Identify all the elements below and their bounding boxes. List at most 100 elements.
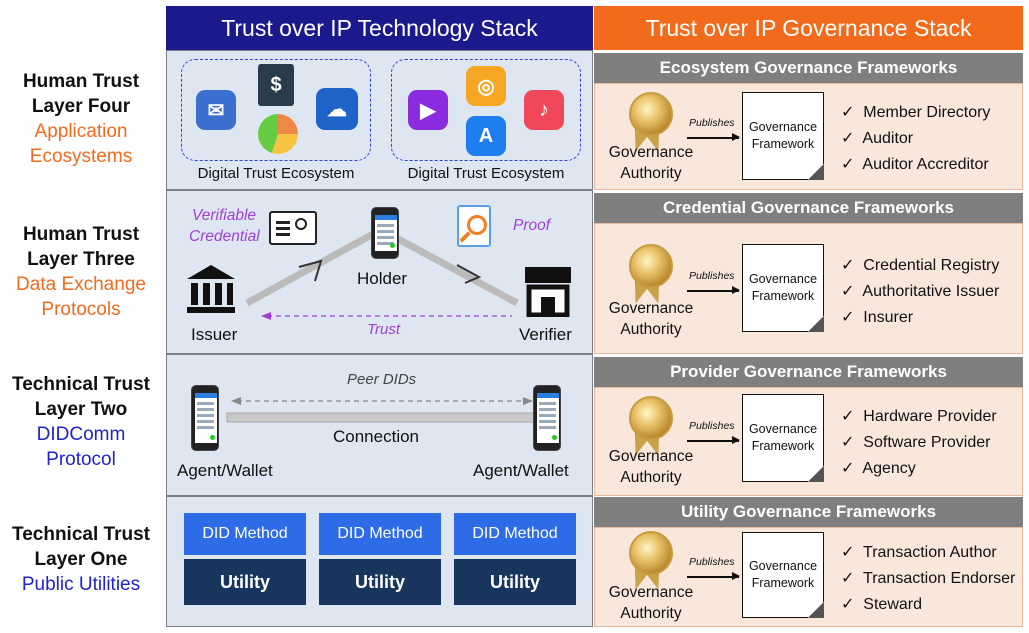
layer-three-label: Human Trust Layer Three Data Exchange Pr… <box>0 222 162 322</box>
layer-one-line2: Layer One <box>34 549 128 570</box>
layer-one-line1: Technical Trust <box>12 524 150 545</box>
authority-line1: Governance <box>608 144 694 161</box>
doc-line1: Governance <box>748 422 818 436</box>
layer-two-line2: Layer Two <box>34 399 128 420</box>
ecosystem-label-2: Digital Trust Ecosystem <box>407 165 565 182</box>
check-icon: ✓ <box>841 257 855 274</box>
video-icon: ▶ <box>408 90 448 130</box>
check-item: ✓ Steward <box>841 596 922 613</box>
music-icon: ♪ <box>524 90 564 130</box>
authority-line1: Governance <box>608 448 694 465</box>
check-item: ✓ Transaction Endorser <box>841 570 1016 587</box>
peer-did-left-arrow-icon <box>231 397 241 405</box>
layer-two-sub1: DIDComm <box>36 424 126 445</box>
check-item: ✓ Credential Registry <box>841 257 1000 274</box>
check-item: ✓ Auditor <box>841 130 914 147</box>
doc-line1: Governance <box>748 559 818 573</box>
utility-2: Utility <box>319 559 441 605</box>
publishes-label: Publishes <box>689 420 735 432</box>
check-icon: ✓ <box>841 104 855 121</box>
check-icon: ✓ <box>841 596 855 613</box>
trust-arrow-icon <box>261 312 271 320</box>
gov-utility-items: ✓ Transaction Author ✓ Transaction Endor… <box>841 540 1015 618</box>
authority-line2: Authority <box>620 605 682 622</box>
authority-line1: Governance <box>608 584 694 601</box>
gov-credential-authority: Governance Authority <box>601 298 701 340</box>
connection-bar <box>226 412 536 423</box>
layer-two-line1: Technical Trust <box>12 374 150 395</box>
verifiable-text: Verifiable <box>191 207 257 224</box>
doc-line2: Framework <box>751 137 815 151</box>
governance-medal-icon <box>629 396 673 440</box>
tech-layer-one-panel: DID Method Utility DID Method Utility DI… <box>166 496 593 627</box>
layer-three-line1: Human Trust <box>22 224 140 245</box>
publishes-label: Publishes <box>689 556 735 568</box>
gov-credential-items: ✓ Credential Registry ✓ Authoritative Is… <box>841 253 999 331</box>
check-icon: ✓ <box>841 460 855 477</box>
authority-line2: Authority <box>620 469 682 486</box>
publishes-arrow-icon <box>687 437 740 443</box>
authority-line2: Authority <box>620 165 682 182</box>
gov-utility-authority: Governance Authority <box>601 582 701 624</box>
credential-text: Credential <box>189 228 260 245</box>
ecosystem-box-2: ▶ ◎ A ♪ <box>391 59 581 161</box>
agent-wallet-right-label: Agent/Wallet <box>473 461 569 480</box>
gov-provider-items: ✓ Hardware Provider ✓ Software Provider … <box>841 404 997 482</box>
cloud-icon: ☁ <box>316 88 358 130</box>
issuer-holder-line <box>245 229 377 307</box>
layer-three-sub2: Protocols <box>41 299 121 320</box>
layer-four-label: Human Trust Layer Four Application Ecosy… <box>0 69 162 169</box>
ecosystem-box-1: ✉ $ ☁ <box>181 59 371 161</box>
check-icon: ✓ <box>841 156 855 173</box>
exchange-lines <box>245 229 519 320</box>
agent-wallet-right-phone-icon <box>533 385 561 451</box>
utility-3: Utility <box>454 559 576 605</box>
issuer-label: Issuer <box>191 325 238 344</box>
check-item: ✓ Member Directory <box>841 104 991 121</box>
layer-four-sub2: Ecosystems <box>29 146 133 167</box>
layer-four-line1: Human Trust <box>22 71 140 92</box>
mail-icon: ✉ <box>196 90 236 130</box>
check-icon: ✓ <box>841 283 855 300</box>
gov-credential-panel: Governance Authority Publishes Governanc… <box>594 223 1023 354</box>
verifiable-credential-label: Verifiable Credential <box>189 205 260 247</box>
check-icon: ✓ <box>841 434 855 451</box>
utility-1: Utility <box>184 559 306 605</box>
check-item: ✓ Auditor Accreditor <box>841 156 989 173</box>
publishes-arrow-icon <box>687 134 740 140</box>
doc-line2: Framework <box>751 289 815 303</box>
check-icon: ✓ <box>841 544 855 561</box>
tech-layer-four-panel: ✉ $ ☁ Digital Trust Ecosystem ▶ ◎ A ♪ Di… <box>166 50 593 190</box>
check-item: ✓ Hardware Provider <box>841 408 997 425</box>
app-store-icon: A <box>466 116 506 156</box>
gov-ecosystem-panel: Governance Authority Publishes Governanc… <box>594 83 1023 190</box>
publishes-label: Publishes <box>689 117 735 129</box>
check-icon: ✓ <box>841 570 855 587</box>
pie-chart-icon <box>258 114 298 154</box>
proof-label: Proof <box>513 217 551 234</box>
check-item: ✓ Authoritative Issuer <box>841 283 1000 300</box>
check-item: ✓ Software Provider <box>841 434 991 451</box>
invoice-icon: $ <box>258 64 294 106</box>
gov-stack-header: Trust over IP Governance Stack <box>594 6 1023 50</box>
gov-provider-title: Provider Governance Frameworks <box>594 357 1023 387</box>
doc-line1: Governance <box>748 120 818 134</box>
check-icon: ✓ <box>841 130 855 147</box>
agent-wallet-left-label: Agent/Wallet <box>177 461 273 480</box>
issuer-bank-icon <box>185 263 237 315</box>
holder-phone-icon <box>371 207 399 259</box>
layer-two-sub2: Protocol <box>46 449 116 470</box>
gov-ecosystem-items: ✓ Member Directory ✓ Auditor ✓ Auditor A… <box>841 100 990 178</box>
authority-line1: Governance <box>608 300 694 317</box>
publishes-arrow-icon <box>687 573 740 579</box>
holder-label: Holder <box>357 269 408 288</box>
proof-document-icon <box>457 205 491 247</box>
record-icon: ◎ <box>466 66 506 106</box>
tech-stack-header: Trust over IP Technology Stack <box>166 6 593 50</box>
peer-did-right-arrow-icon <box>523 397 533 405</box>
trust-label: Trust <box>367 321 401 338</box>
layer-one-label: Technical Trust Layer One Public Utiliti… <box>0 522 162 597</box>
did-method-1: DID Method <box>184 513 306 555</box>
